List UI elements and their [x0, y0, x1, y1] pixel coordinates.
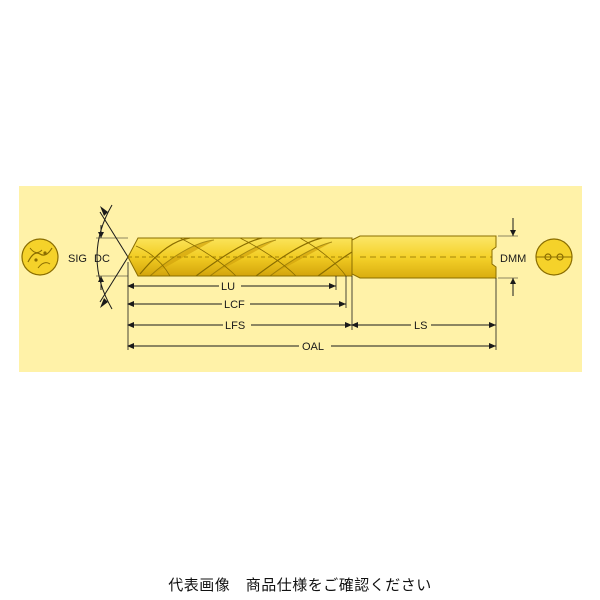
ls-label: LS — [414, 320, 427, 332]
drill-shank — [351, 235, 497, 279]
dmm-dimension — [498, 218, 518, 296]
lfs-label: LFS — [225, 320, 245, 332]
tip-end-view — [21, 238, 59, 276]
oal-label: OAL — [302, 341, 324, 353]
lcf-label: LCF — [224, 299, 245, 311]
point-angle-indicator — [96, 204, 129, 310]
drill-body — [127, 237, 353, 277]
shank-end-view — [535, 238, 573, 276]
lu-label: LU — [221, 281, 235, 293]
caption: 代表画像 商品仕様をご確認ください — [168, 576, 432, 594]
dc-label: DC — [94, 253, 110, 265]
dc-dimension — [96, 225, 128, 290]
dmm-label: DMM — [500, 253, 526, 265]
sig-label: SIG — [68, 253, 87, 265]
